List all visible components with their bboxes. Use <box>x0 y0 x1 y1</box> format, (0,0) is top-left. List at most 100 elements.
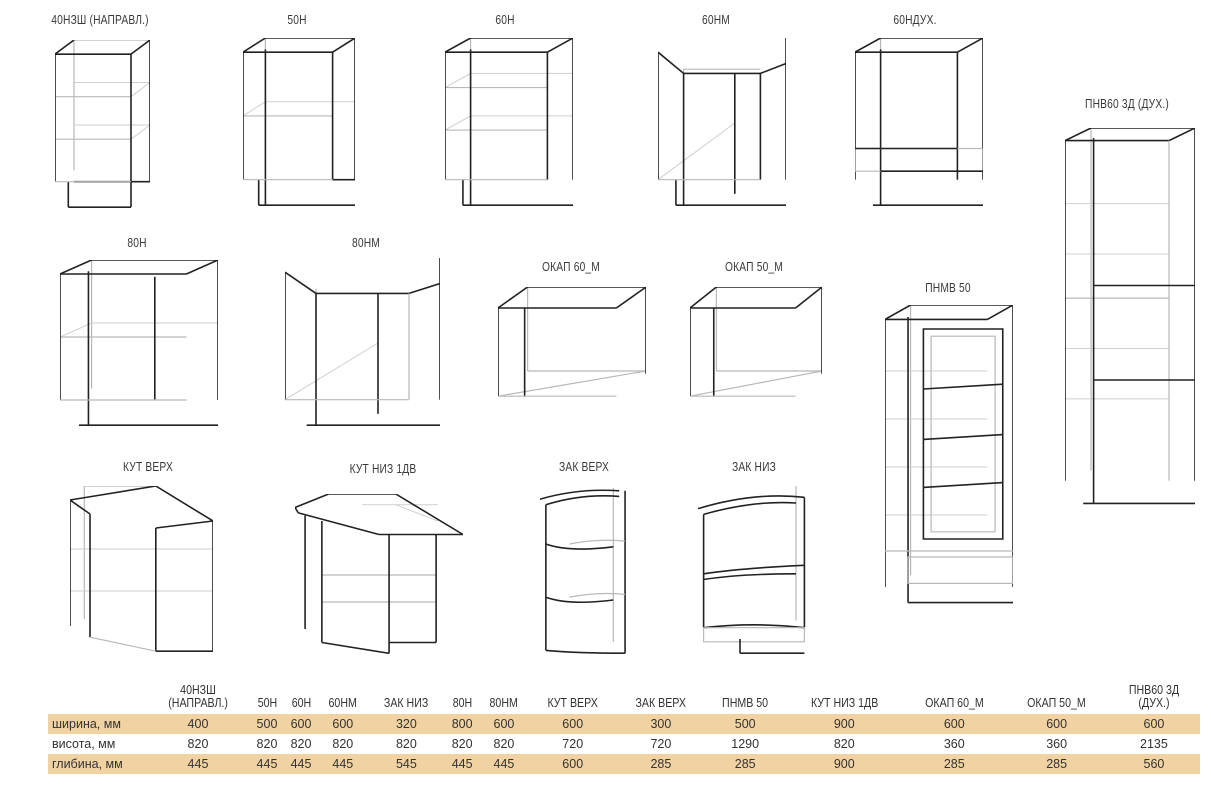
column-header: 40НЗШ (НАПРАВЛ.) <box>146 670 250 714</box>
column-header: КУТ НИЗ 1ДВ <box>785 670 903 714</box>
column-header-text: ПНМВ 50 <box>722 696 769 710</box>
cabinet-label: 50Н <box>287 13 307 27</box>
table-cell: 445 <box>318 754 368 774</box>
table-header-row: 40НЗШ (НАПРАВЛ.) 50Н 60Н 60НМ ЗАК НИЗ 80… <box>48 670 1200 714</box>
table-cell: 285 <box>1005 754 1108 774</box>
table-cell: 360 <box>1046 737 1068 751</box>
table-cell: 600 <box>479 714 529 734</box>
cabinet-zak-verh-drawing <box>540 488 628 656</box>
column-header-text: 80НМ <box>489 696 519 710</box>
column-header-text: КУТ НИЗ 1ДВ <box>810 696 878 710</box>
table-cell: 720 <box>562 737 584 751</box>
table-cell: 1290 <box>731 737 760 751</box>
table-cell: 600 <box>284 714 319 734</box>
cabinet-pnv60-drawing <box>1065 128 1195 506</box>
table-cell: 445 <box>479 754 529 774</box>
table-cell: 820 <box>451 737 473 751</box>
column-header-text: 60Н <box>291 696 311 710</box>
column-header: 80НМ <box>479 670 529 714</box>
cabinet-80nm-drawing <box>285 258 440 428</box>
table-cell: 820 <box>833 737 855 751</box>
column-header: ЗАК НИЗ <box>368 670 446 714</box>
column-header: 50Н <box>250 670 284 714</box>
table-cell: 285 <box>616 754 705 774</box>
table-cell: 900 <box>785 714 904 734</box>
table-cell: 820 <box>493 737 515 751</box>
cabinet-label: ПНМВ 50 <box>925 281 971 295</box>
column-header: ПНВ60 3Д (ДУХ.) <box>1108 670 1200 714</box>
table-row-height: висота, мм 820 820 820 820 820 820 820 7… <box>48 734 1200 754</box>
column-header: 60НМ <box>318 670 368 714</box>
cabinet-zak-niz-drawing <box>698 486 810 656</box>
cabinet-80n-drawing <box>60 260 218 428</box>
cabinet-label: ЗАК НИЗ <box>732 460 776 474</box>
table-cell: 445 <box>249 754 285 774</box>
cabinet-okap60-drawing <box>498 287 646 399</box>
table-cell: 560 <box>1107 754 1200 774</box>
table-cell: 720 <box>650 737 672 751</box>
row-label: ширина, мм <box>48 714 146 734</box>
cabinet-label: ОКАП 50_М <box>724 260 784 274</box>
table-cell: 800 <box>445 714 480 734</box>
cabinet-label: 60Н <box>495 13 515 27</box>
table-cell: 300 <box>616 714 705 734</box>
column-header-text: ЗАК ВЕРХ <box>635 696 687 710</box>
table-corner <box>48 670 146 714</box>
table-cell: 600 <box>903 714 1006 734</box>
cabinet-okap50-drawing <box>690 287 822 399</box>
cabinet-60nm-drawing <box>658 38 786 208</box>
column-header: ОКАП 60_М <box>903 670 1005 714</box>
column-header-text: 60НМ <box>328 696 357 710</box>
dimensions-table: 40НЗШ (НАПРАВЛ.) 50Н 60Н 60НМ ЗАК НИЗ 80… <box>48 670 1200 774</box>
table-cell: 820 <box>290 737 312 751</box>
table-cell: 820 <box>332 737 354 751</box>
table-cell: 320 <box>367 714 446 734</box>
table-cell: 600 <box>528 714 617 734</box>
table-row-depth: глибина, мм 445 445 445 445 545 445 445 … <box>48 754 1200 774</box>
table-cell: 900 <box>785 754 904 774</box>
row-label: глибина, мм <box>48 754 146 774</box>
table-row-width: ширина, мм 400 500 600 600 320 800 600 6… <box>48 714 1200 734</box>
table-cell: 445 <box>146 754 250 774</box>
table-cell: 600 <box>318 714 368 734</box>
table-cell: 820 <box>256 737 278 751</box>
table-cell: 820 <box>187 737 209 751</box>
cabinet-label: 80Н <box>127 236 147 250</box>
column-header: ЗАК ВЕРХ <box>617 670 705 714</box>
table-cell: 445 <box>445 754 480 774</box>
table-cell: 445 <box>284 754 319 774</box>
column-header: ОКАП 50_М <box>1005 670 1107 714</box>
table-cell: 2135 <box>1140 737 1168 751</box>
table-cell: 500 <box>249 714 285 734</box>
column-header-text: 80Н <box>452 696 472 710</box>
column-header: 80Н <box>445 670 479 714</box>
row-label: висота, мм <box>52 737 116 751</box>
cabinet-label: 60НДУХ. <box>893 13 937 27</box>
column-header-text: 40НЗШ (НАПРАВЛ.) <box>168 683 228 710</box>
cabinet-kut-niz-drawing <box>295 494 463 656</box>
cabinet-40nzsh-drawing <box>55 40 150 210</box>
cabinet-pnmv50-drawing <box>885 305 1013 605</box>
table-cell: 285 <box>705 754 786 774</box>
column-header-text: 50Н <box>257 696 277 710</box>
cabinet-kut-verh-drawing <box>70 486 213 654</box>
column-header: КУТ ВЕРХ <box>529 670 617 714</box>
cabinet-50n-drawing <box>243 38 355 208</box>
table-cell: 600 <box>1005 714 1108 734</box>
column-header-text: ПНВ60 3Д (ДУХ.) <box>1128 683 1180 710</box>
column-header-text: ЗАК НИЗ <box>384 696 429 710</box>
table-cell: 545 <box>367 754 446 774</box>
table-cell: 360 <box>943 737 965 751</box>
table-cell: 600 <box>1107 714 1200 734</box>
column-header-text: ОКАП 50_М <box>1027 696 1086 710</box>
column-header-text: КУТ ВЕРХ <box>547 696 598 710</box>
table-cell: 400 <box>146 714 250 734</box>
column-header-text: ОКАП 60_М <box>924 696 984 710</box>
cabinet-label: 60НМ <box>701 13 731 27</box>
cabinet-label: 40НЗШ (НАПРАВЛ.) <box>51 13 149 27</box>
cabinet-60n-drawing <box>445 38 573 208</box>
cabinet-label: ОКАП 60_М <box>541 260 601 274</box>
cabinet-label: КУТ ВЕРХ <box>123 460 173 474</box>
table-cell: 285 <box>903 754 1006 774</box>
column-header: ПНМВ 50 <box>705 670 785 714</box>
